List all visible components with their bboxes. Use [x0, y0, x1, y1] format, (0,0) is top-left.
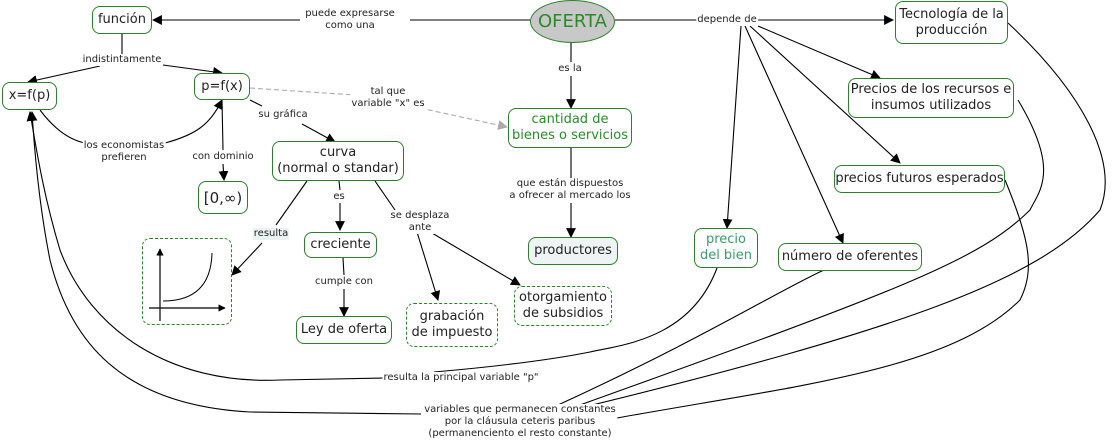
link-condominio-dominio [218, 163, 229, 181]
link-depende-precio [722, 25, 742, 229]
label-dispuestos: que están dispuestos a ofrecer al mercad… [508, 178, 632, 202]
node-grafico[interactable] [142, 238, 232, 325]
link-talque-cantidad [419, 107, 508, 130]
node-subsidios[interactable]: otorgamiento de subsidios [514, 286, 612, 326]
node-creciente[interactable]: creciente [304, 232, 377, 258]
link-sugrafica-curva [301, 123, 336, 143]
label-con-dominio: con dominio [191, 151, 255, 163]
label-es-la: es la [557, 63, 583, 75]
label-principal-variable: resulta la principal variable "p" [382, 372, 540, 384]
label-resulta: resulta [252, 228, 290, 240]
node-dominio[interactable]: [0,∞) [198, 181, 248, 214]
link-curva-es [338, 180, 341, 191]
link-pfx-condominio [221, 99, 224, 151]
link-recursos-constantes [579, 99, 1045, 406]
node-numero-oferentes[interactable]: número de oferentes [778, 243, 922, 271]
link-creciente-cumple [342, 257, 345, 276]
node-tecnologia[interactable]: Tecnología de la producción [895, 1, 1008, 44]
label-indistintamente: indistintamente [81, 54, 163, 66]
label-economistas: los economistas prefieren [82, 140, 166, 164]
label-puede-expresarse: puede expresarse como una [304, 8, 396, 32]
node-precio-del-bien[interactable]: precio del bien [694, 228, 758, 268]
label-depende-de: depende de [696, 14, 758, 26]
node-funcion[interactable]: función [92, 6, 152, 34]
link-precio-principal [433, 267, 718, 373]
node-precios-futuros[interactable]: precios futuros esperados [834, 165, 1005, 193]
link-oferentes-constantes [557, 269, 825, 406]
link-futuros-constantes [616, 179, 1029, 419]
label-variables-constantes: variables que permanecen constantes por … [423, 404, 617, 440]
label-es: es [332, 191, 346, 203]
link-curva-resulta [275, 180, 308, 226]
node-curva[interactable]: curva (normal o standar) [272, 141, 404, 181]
node-grabacion[interactable]: grabación de impuesto [406, 303, 498, 347]
node-ley-de-oferta[interactable]: Ley de oferta [296, 316, 392, 344]
node-cantidad[interactable]: cantidad de bienes o servicios [508, 108, 632, 148]
node-oferta[interactable]: OFERTA [530, 0, 615, 43]
link-depende-futuros [749, 25, 901, 164]
label-cumple-con: cumple con [314, 276, 374, 288]
label-se-desplaza: se desplaza ante [389, 210, 451, 234]
node-productores[interactable]: productores [528, 237, 618, 265]
link-constantes-xfp [27, 111, 422, 415]
label-tal-que: tal que variable "x" es [350, 86, 426, 110]
link-tecnologia-constantes [579, 22, 1106, 409]
node-x-f-p[interactable]: x=f(p) [2, 82, 57, 110]
link-curva-desplaza [374, 180, 396, 211]
link-resulta-grafico [231, 242, 263, 276]
link-indist-pfx [162, 64, 223, 77]
link-economistas-pfx [164, 99, 223, 144]
node-p-f-x[interactable]: p=f(x) [194, 73, 250, 100]
link-pfx-sugrafica [249, 99, 263, 107]
link-pfx-talque [249, 87, 356, 96]
node-recursos[interactable]: Precios de los recursos e insumos utiliz… [848, 78, 1014, 118]
link-xfp-economistas [39, 109, 86, 144]
label-su-grafica: su gráfica [257, 109, 309, 121]
supply-curve-icon [149, 248, 226, 321]
link-principal-xfp [26, 111, 384, 381]
link-depende-recursos [757, 25, 881, 80]
link-indist-xfp [27, 65, 101, 85]
link-desplaza-grabacion [416, 231, 441, 301]
link-desplaza-subsidios [431, 232, 521, 286]
link-depende-oferentes [744, 25, 844, 244]
